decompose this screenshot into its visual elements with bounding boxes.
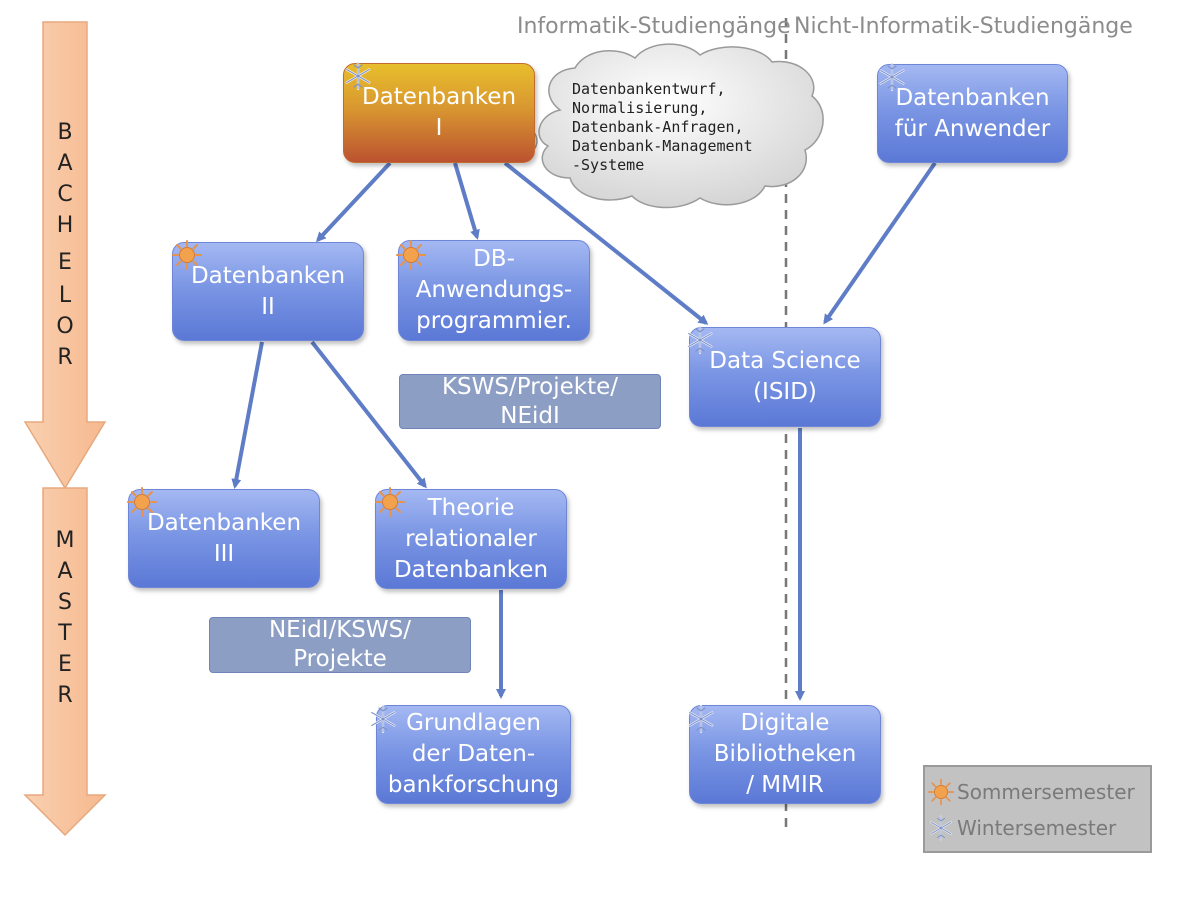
arrow-dbanwender-to-datascience [823,161,937,325]
snowflake-icon [687,325,713,355]
arrow-db1-to-datascience [503,161,709,325]
course-data-science-isid[interactable]: Data Science (ISID) [689,327,881,427]
course-label: Data Science (ISID) [709,348,861,405]
snowflake-icon [930,815,952,841]
master-letter: A [57,559,73,584]
snowflake-icon [370,704,396,734]
course-digitale-bibliotheken-mmir[interactable]: Digitale Bibliotheken / MMIR [689,705,881,804]
informatik-header: Informatik-Studiengänge [517,14,791,39]
bachelor-letter: H [56,213,74,238]
legend: Sommersemester Wintersemester [923,765,1152,853]
course-label: Grundlagen der Daten- bankforschung [387,710,560,798]
bachelor-timeline-arrow [23,21,107,490]
master-letter: T [58,621,72,646]
course-label: Datenbanken III [146,509,302,567]
course-label: Digitale Bibliotheken / MMIR [713,710,857,798]
arrow-db2-to-db3 [231,341,264,489]
course-datenbanken-2[interactable]: Datenbanken II [172,242,364,341]
sun-icon [396,240,426,270]
legend-item-summer: Sommersemester [925,776,1154,808]
legend-item-winter: Wintersemester [925,812,1154,844]
course-ksws-projekte-neidi[interactable]: KSWS/Projekte/ NEidI [399,374,661,429]
arrow-db2-to-theorie [310,340,427,489]
thought-bubble-text: Datenbankentwurf, Normalisierung, Datenb… [572,80,753,174]
nicht-informatik-header: Nicht-Informatik-Studiengänge [794,14,1133,39]
master-letter: M [55,528,75,553]
course-label: Datenbanken I [361,84,517,141]
legend-label: Sommersemester [957,780,1135,804]
sun-icon [927,778,955,806]
course-label: Datenbanken II [190,262,346,320]
bachelor-letter: R [57,345,73,370]
arrow-db1-to-dbprog [453,162,480,240]
bachelor-letter: E [58,250,72,275]
course-datenbanken-1[interactable]: Datenbanken I [343,63,535,163]
course-label: KSWS/Projekte/ NEidI [441,373,619,429]
course-datenbanken-3[interactable]: Datenbanken III [128,489,320,588]
course-neidi-ksws-projekte[interactable]: NEidI/KSWS/ Projekte [209,617,471,673]
course-theorie-relationaler-datenbanken[interactable]: Theorie relationaler Datenbanken [375,489,567,589]
legend-label: Wintersemester [957,816,1117,840]
course-datenbanken-fuer-anwender[interactable]: Datenbanken für Anwender [877,64,1068,163]
bachelor-letter: C [57,182,73,207]
master-letter: S [58,590,72,615]
bachelor-letter: L [58,283,72,308]
course-label: Theorie relationaler Datenbanken [393,494,549,583]
course-label: Datenbanken für Anwender [894,84,1051,142]
master-letter: E [58,652,72,677]
sun-icon [172,240,202,270]
course-label: NEidI/KSWS/ Projekte [268,617,412,672]
snowflake-icon [345,61,371,91]
master-letter: R [57,683,73,708]
arrow-db1-to-db2 [315,161,392,243]
master-timeline-arrow [23,487,107,837]
course-grundlagen-der-datenbankforschung[interactable]: Grundlagen der Daten- bankforschung [376,705,571,804]
snowflake-icon [879,62,905,92]
bachelor-letter: O [56,314,74,339]
snowflake-icon [688,704,714,734]
bachelor-letter: A [57,151,73,176]
sun-icon [375,487,405,517]
bachelor-letter: B [57,120,73,145]
course-label: DB- Anwendungs- programmier. [415,246,573,334]
course-db-anwendungsprogrammierung[interactable]: DB- Anwendungs- programmier. [398,240,590,341]
sun-icon [127,487,157,517]
